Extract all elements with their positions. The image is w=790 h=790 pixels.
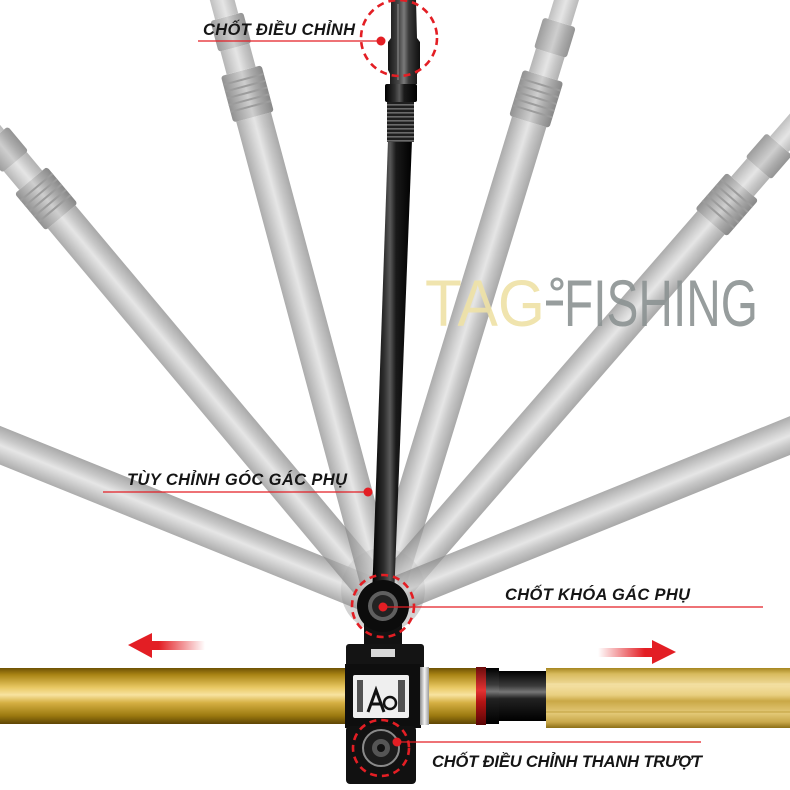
- main-rod-top-section: [388, 0, 420, 84]
- main-rod-collar: [385, 84, 417, 102]
- clamp-knob-center: [377, 744, 385, 752]
- watermark-tag: TAG: [425, 266, 545, 340]
- gold-rail: [0, 667, 790, 728]
- rail-red-ring: [476, 667, 486, 725]
- slider-pin-highlight-ring: [351, 718, 411, 778]
- arrow-right-icon: [598, 640, 676, 664]
- slide-arrows: [128, 633, 676, 664]
- slider-pin-dot: [392, 737, 402, 747]
- lock-pin-highlight-ring: [350, 573, 416, 639]
- main-rod-tube: [372, 140, 412, 598]
- main-rod-thread: [387, 100, 414, 142]
- clamp-top-label: [371, 649, 395, 657]
- clamp-logo: [357, 680, 405, 713]
- pivot-hub: [357, 580, 409, 650]
- rail-left-tube: [0, 668, 350, 724]
- rail-hex-section: [546, 668, 790, 728]
- watermark-fishing: FISHING: [564, 266, 758, 340]
- rail-black-section: [499, 671, 549, 721]
- rail-black-ring: [486, 668, 499, 724]
- main-rod: [372, 0, 420, 598]
- clamp-chrome-ring: [420, 667, 429, 725]
- top-pin-highlight-ring: [359, 0, 439, 78]
- callouts: CHỐT ĐIỀU CHỈNH TÙY CHỈNH GÓC GÁC PHỤ CH…: [103, 0, 763, 778]
- lock-pin-label: CHỐT KHÓA GÁC PHỤ: [505, 585, 691, 604]
- watermark-logo: TAG FISHING: [425, 266, 758, 340]
- slider-pin-label: CHỐT ĐIỀU CHỈNH THANH TRƯỢT: [432, 752, 704, 771]
- angle-dot: [363, 487, 373, 497]
- arrow-left-icon: [128, 633, 205, 658]
- top-pin-label: CHỐT ĐIỀU CHỈNH: [203, 20, 356, 39]
- angle-label: TÙY CHỈNH GÓC GÁC PHỤ: [127, 470, 348, 489]
- top-pin-dot: [376, 36, 386, 46]
- lock-pin-dot: [378, 602, 388, 612]
- watermark-hook-eye: [550, 277, 564, 291]
